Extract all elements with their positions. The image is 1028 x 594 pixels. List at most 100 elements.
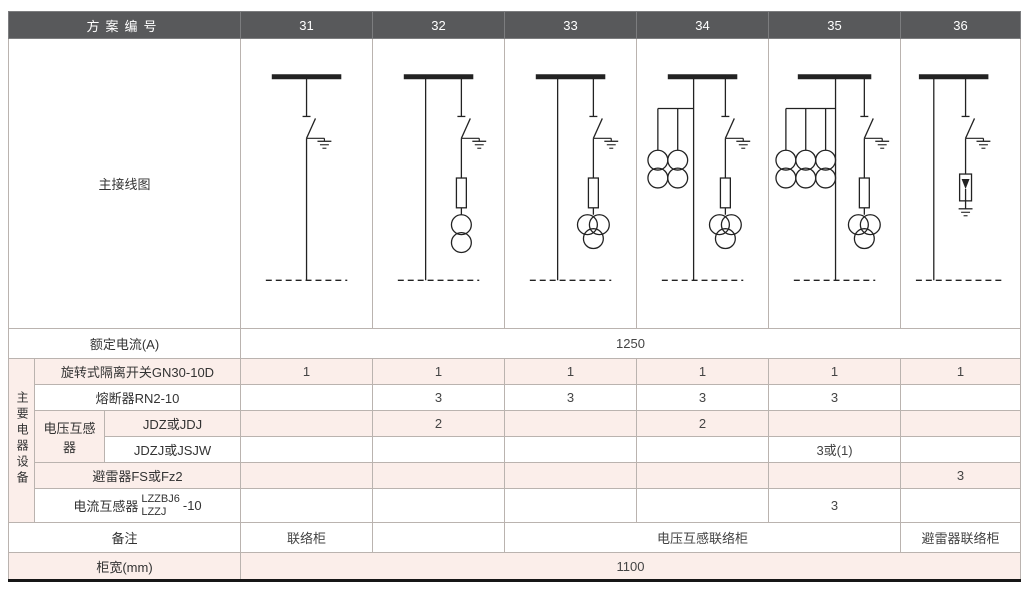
equipment-row-arrester: 避雷器FS或Fz2 3 — [9, 462, 1021, 489]
remark-cell-pt-tie-cabinet: 电压互感联络柜 — [504, 522, 901, 553]
cabinet-width-value: 1100 — [240, 552, 1021, 581]
equipment-section-label: 主要电器设备 — [15, 391, 30, 487]
equipment-row-pt-jdz: 电压互感器 JDZ或JDJ 2 2 — [9, 410, 1021, 463]
equipment-label-jdz: JDZ或JDJ — [104, 410, 241, 437]
rated-current-row: 额定电流(A) 1250 — [8, 328, 1021, 359]
value-cell — [240, 384, 373, 411]
equipment-label-current-transformer: 电流互感器 LZZBJ6 LZZJ -10 — [34, 488, 241, 523]
remark-cell-empty — [372, 522, 505, 553]
ct-label-main: 电流互感器 — [73, 499, 139, 514]
value-cell — [636, 488, 769, 523]
value-cell — [636, 462, 769, 489]
value-cell: 2 — [636, 410, 769, 437]
value-cell — [372, 462, 505, 489]
fuse-icon — [719, 177, 731, 209]
rated-current-label: 额定电流(A) — [8, 328, 241, 359]
equipment-row-disconnector: 主要电器设备 旋转式隔离开关GN30-10D 1 1 1 1 1 1 — [8, 358, 1021, 523]
value-cell — [240, 410, 373, 437]
value-cell — [504, 436, 637, 463]
value-cell: 3 — [504, 384, 637, 411]
pt-winding-icon — [647, 167, 669, 189]
value-cell: 2 — [372, 410, 505, 437]
value-cell — [240, 436, 373, 463]
remarks-label: 备注 — [8, 522, 241, 553]
rated-current-value: 1250 — [240, 328, 1021, 359]
pt-winding-icon — [647, 149, 669, 171]
disconnector-blade-icon — [724, 118, 735, 139]
pt-winding-icon — [795, 167, 817, 189]
disconnector-blade-icon — [305, 118, 317, 139]
header-scheme-32: 32 — [372, 11, 505, 39]
pt-winding-icon — [714, 228, 736, 250]
value-cell: 1 — [240, 358, 373, 385]
scheme-34-diagram-cell — [636, 38, 769, 329]
cabinet-width-row: 柜宽(mm) 1100 — [8, 552, 1021, 581]
value-cell: 1 — [900, 358, 1021, 385]
equipment-section-cell: 主要电器设备 — [8, 358, 35, 523]
scheme-33-diagram — [529, 74, 619, 281]
ct-label-suffix: -10 — [182, 498, 202, 513]
scheme-table: 方案编号 31 32 33 34 35 36 主接线图 额定电流(A) 1250… — [8, 11, 1021, 582]
scheme-32-diagram-cell — [372, 38, 505, 329]
equipment-row-pt-jdzj: JDZJ或JSJW 3或(1) — [9, 436, 1021, 463]
scheme-32-diagram — [397, 74, 487, 281]
pt-winding-icon — [814, 167, 837, 189]
scheme-36-diagram — [915, 74, 1006, 281]
pt-winding-icon — [582, 228, 604, 250]
main-diagram-label: 主接线图 — [8, 38, 241, 329]
value-cell: 3 — [900, 462, 1021, 489]
header-scheme-number-label: 方案编号 — [8, 11, 241, 39]
equipment-label-disconnector: 旋转式隔离开关GN30-10D — [34, 358, 241, 385]
value-cell: 3 — [768, 384, 901, 411]
value-cell: 1 — [636, 358, 769, 385]
value-cell: 1 — [768, 358, 901, 385]
main-diagram-row: 主接线图 — [8, 38, 1021, 329]
scheme-34-diagram — [647, 74, 751, 281]
value-cell — [900, 436, 1021, 463]
value-cell — [900, 488, 1021, 523]
value-cell — [636, 436, 769, 463]
scheme-31-diagram-cell — [240, 38, 373, 329]
value-cell — [372, 488, 505, 523]
remarks-row: 备注 联络柜 电压互感联络柜 避雷器联络柜 — [8, 522, 1021, 553]
value-cell — [240, 488, 373, 523]
scheme-31-diagram — [265, 74, 348, 281]
scheme-36-diagram-cell — [900, 38, 1021, 329]
value-cell: 3 — [768, 488, 901, 523]
pt-winding-icon — [775, 167, 797, 189]
equipment-label-jdzj: JDZJ或JSJW — [104, 436, 241, 463]
value-cell — [768, 410, 901, 437]
equipment-group-voltage-transformer: 电压互感器 — [34, 410, 105, 463]
value-cell — [504, 410, 637, 437]
value-cell — [372, 436, 505, 463]
disconnector-blade-icon — [460, 118, 471, 139]
pt-winding-icon — [847, 214, 869, 236]
value-cell — [504, 488, 637, 523]
pt-winding-icon — [720, 214, 742, 236]
equipment-row-current-transformer: 电流互感器 LZZBJ6 LZZJ -10 3 — [9, 488, 1021, 523]
header-scheme-31: 31 — [240, 11, 373, 39]
fuse-icon — [858, 177, 870, 209]
value-cell — [900, 410, 1021, 437]
pt-winding-icon — [775, 149, 797, 171]
pt-winding-icon — [667, 149, 689, 171]
equipment-label-arrester: 避雷器FS或Fz2 — [34, 462, 241, 489]
equipment-row-fuse: 熔断器RN2-10 3 3 3 3 — [9, 384, 1021, 411]
pt-winding-icon — [450, 231, 472, 254]
ct-label-models: LZZBJ6 LZZJ — [141, 493, 180, 518]
pt-winding-icon — [859, 214, 881, 236]
disconnector-blade-icon — [592, 118, 603, 139]
arrester-arrow-icon — [961, 179, 970, 189]
remark-cell-arrester-tie-cabinet: 避雷器联络柜 — [900, 522, 1021, 553]
header-scheme-35: 35 — [768, 11, 901, 39]
scheme-35-diagram-cell — [768, 38, 901, 329]
value-cell — [240, 462, 373, 489]
pt-winding-icon — [667, 167, 689, 189]
value-cell: 3 — [636, 384, 769, 411]
value-cell: 3或(1) — [768, 436, 901, 463]
header-scheme-36: 36 — [900, 11, 1021, 39]
header-scheme-33: 33 — [504, 11, 637, 39]
value-cell: 3 — [372, 384, 505, 411]
pt-winding-icon — [814, 149, 837, 171]
scheme-33-diagram-cell — [504, 38, 637, 329]
